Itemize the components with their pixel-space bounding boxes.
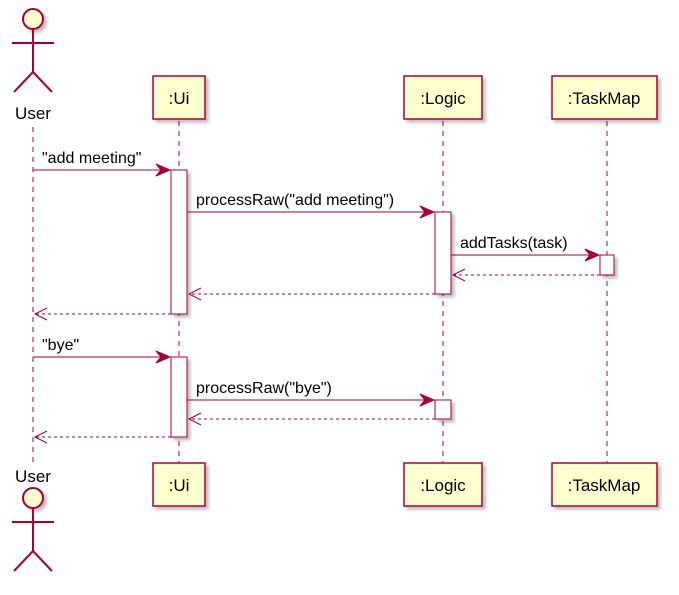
arrowhead-icon <box>419 205 436 219</box>
lifelines <box>32 121 608 463</box>
arrowhead-icon <box>451 268 466 282</box>
participant-box-ui-bottom <box>152 462 206 507</box>
participant-box-logic-bottom <box>403 462 483 507</box>
participant-box-logic-top <box>403 75 483 120</box>
arrowhead-icon <box>155 163 172 177</box>
activation-logic-1 <box>434 211 452 295</box>
participant-label-logic-top: :Logic <box>420 89 466 108</box>
participant-label-ui-top: :Ui <box>169 89 190 108</box>
message-label-bye: "bye" <box>42 337 79 354</box>
arrowhead-icon <box>33 307 48 321</box>
arrowhead-icon <box>155 350 172 364</box>
participant-box-taskmap-bottom <box>551 462 658 507</box>
arrowhead-icon <box>187 412 202 426</box>
activation-ui-1 <box>170 169 188 315</box>
activation-logic-2 <box>434 399 452 420</box>
participants: User User :Ui :Ui :Logic :Logic :TaskMap… <box>12 8 658 572</box>
participant-box-ui-top <box>152 75 206 120</box>
actor-head-icon <box>22 487 44 509</box>
message-labels: "add meeting" processRaw("add meeting") … <box>42 150 568 397</box>
arrowhead-icon <box>419 393 436 407</box>
actor-user-top <box>12 8 54 93</box>
arrowhead-icon <box>33 430 48 444</box>
participant-label-user-bottom: User <box>15 467 51 486</box>
activations <box>170 169 615 438</box>
activation-ui-2 <box>170 356 188 438</box>
participant-label-taskmap-top: :TaskMap <box>568 89 641 108</box>
participant-label-logic-bottom: :Logic <box>420 476 466 495</box>
message-label-add-meeting: "add meeting" <box>42 150 141 167</box>
actor-user-bottom <box>12 487 54 572</box>
arrowhead-icon <box>187 287 202 301</box>
arrowhead-icon <box>584 248 601 262</box>
participant-label-user-top: User <box>15 104 51 123</box>
participant-label-taskmap-bottom: :TaskMap <box>568 476 641 495</box>
participant-label-ui-bottom: :Ui <box>169 476 190 495</box>
message-label-add-tasks: addTasks(task) <box>460 235 568 252</box>
participant-box-taskmap-top <box>551 75 658 120</box>
activation-taskmap-1 <box>599 254 615 276</box>
message-label-process-raw-add: processRaw("add meeting") <box>196 192 394 209</box>
messages <box>33 163 601 444</box>
message-label-process-raw-bye: processRaw("bye") <box>196 380 332 397</box>
actor-head-icon <box>22 8 44 30</box>
